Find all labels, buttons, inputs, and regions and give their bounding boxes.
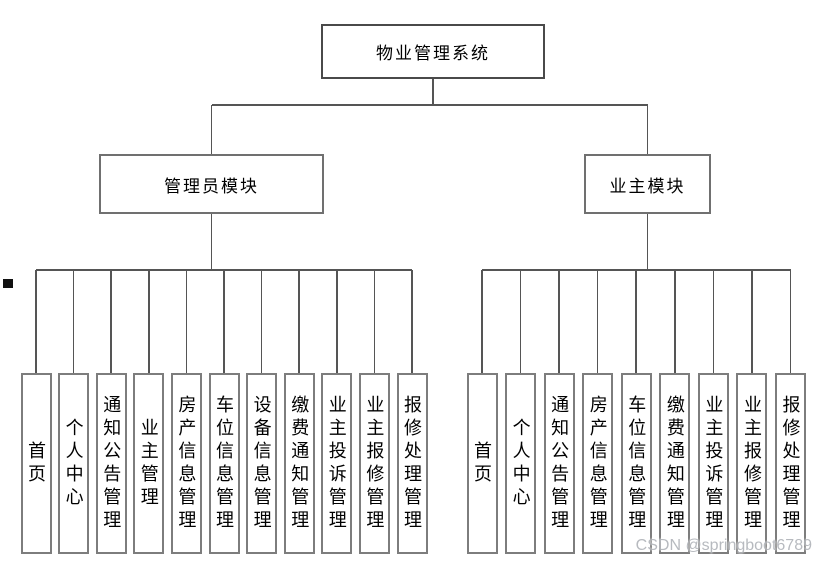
connector-line-vertical [210,214,213,270]
leaf-node: 车位信息管理 [208,373,240,554]
branch-node-owner-module: 业主模块 [584,154,711,214]
leaf-node: 首页 [20,373,52,554]
leaf-node-label: 业主投诉管理 [703,394,724,533]
connector-line-vertical [646,105,649,154]
branch-node-admin-module: 管理员模块 [99,154,324,214]
leaf-node-label: 业主报修管理 [364,394,385,533]
leaf-node: 业主报修管理 [736,373,768,554]
leaf-node-label: 个人中心 [63,417,84,510]
connector-line-vertical [432,79,434,105]
connector-line-vertical [260,270,263,373]
connector-line-vertical [519,270,522,373]
connector-line-horizontal [211,104,648,106]
leaf-node: 报修处理管理 [396,373,428,554]
leaf-node-label: 个人中心 [510,417,531,510]
leaf-node: 业主报修管理 [358,373,390,554]
connector-line-vertical [35,270,37,373]
leaf-node-label: 业主管理 [138,417,159,510]
connector-line-vertical [789,270,792,373]
leaf-node: 业主管理 [133,373,165,554]
connector-line-vertical [751,270,753,373]
leaf-node: 个人中心 [58,373,90,554]
connector-line-vertical [481,270,483,373]
connector-line-vertical [298,270,300,373]
leaf-node: 房产信息管理 [170,373,202,554]
connector-line-vertical [411,270,413,373]
leaf-node-label: 通知公告管理 [101,394,122,533]
leaf-node: 通知公告管理 [95,373,127,554]
connector-line-vertical [110,270,112,373]
connector-line-vertical [646,214,649,270]
leaf-node-label: 报修处理管理 [402,394,422,533]
connector-line-horizontal [482,269,791,271]
leaf-node-label: 缴费通知管理 [664,394,685,533]
connector-line-vertical [223,270,225,373]
leaf-node-label: 房产信息管理 [587,394,608,533]
csdn-watermark: CSDN @springboot6789 [635,537,812,554]
leaf-node: 业主投诉管理 [321,373,353,554]
connector-line-vertical [635,270,638,373]
leaf-node-label: 车位信息管理 [626,394,647,533]
leaf-node-label: 首页 [26,440,46,487]
connector-line-vertical [712,270,715,373]
stray-bullet-artifact [3,279,13,288]
connector-line-vertical [596,270,599,373]
leaf-node-label: 通知公告管理 [549,394,570,533]
connector-line-vertical [336,270,338,373]
leaf-node: 房产信息管理 [582,373,614,554]
leaf-node-label: 首页 [472,440,492,487]
leaf-node: 车位信息管理 [620,373,652,554]
leaf-node-label: 车位信息管理 [214,394,234,533]
leaf-node: 首页 [466,373,498,554]
leaf-node-label: 房产信息管理 [176,394,197,533]
leaf-node: 设备信息管理 [246,373,278,554]
root-node-property-management-system: 物业管理系统 [321,24,545,79]
leaf-node-label: 设备信息管理 [251,394,272,533]
connector-line-vertical [148,270,150,373]
leaf-node: 缴费通知管理 [659,373,691,554]
connector-line-horizontal [36,269,412,271]
connector-line-vertical [674,270,676,373]
leaf-node-label: 报修处理管理 [780,394,801,533]
leaf-node-label: 业主投诉管理 [326,394,347,533]
leaf-node: 报修处理管理 [775,373,806,554]
leaf-node: 业主投诉管理 [697,373,729,554]
connector-line-vertical [210,105,213,154]
leaf-node: 缴费通知管理 [283,373,315,554]
connector-line-vertical [373,270,376,373]
connector-line-vertical [558,270,560,373]
connector-line-vertical [72,270,75,373]
leaf-node: 通知公告管理 [543,373,575,554]
leaf-node-label: 业主报修管理 [741,394,762,533]
leaf-node: 个人中心 [505,373,537,554]
leaf-node-label: 缴费通知管理 [289,394,310,533]
connector-line-vertical [185,270,188,373]
